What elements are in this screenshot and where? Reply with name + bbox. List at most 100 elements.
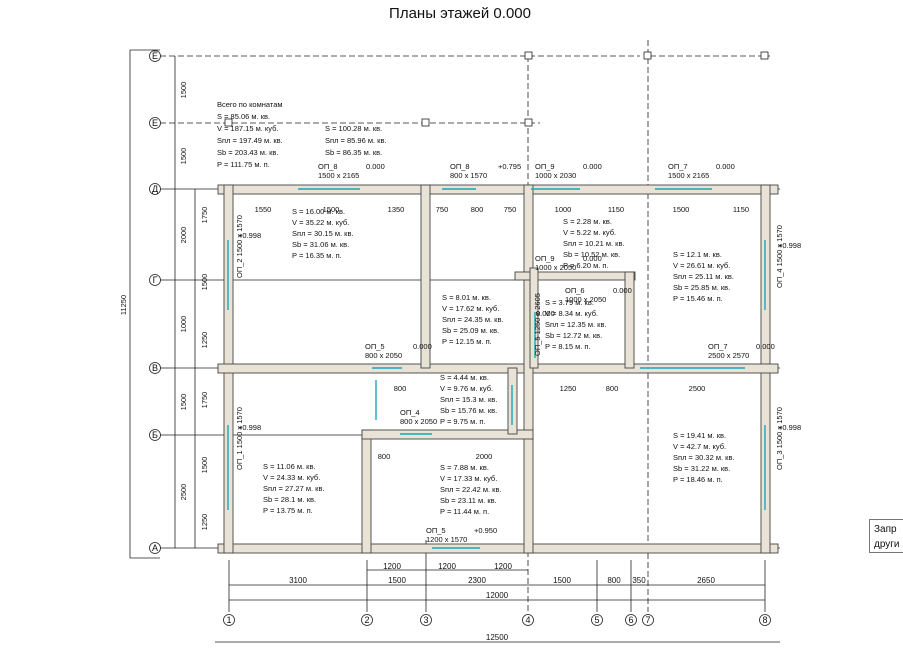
dim-text: 800: [378, 452, 391, 461]
log-walls: [217, 184, 779, 554]
total-header: Всего по комнатам: [217, 100, 283, 109]
room-info-line: V = 17.33 м. куб.: [440, 474, 497, 483]
dim-text: 1750: [200, 207, 209, 224]
col-label: 2: [364, 615, 369, 625]
col-marker: [642, 614, 654, 626]
room-info-line: V = 24.33 м. куб.: [263, 473, 320, 482]
opening-size: 800 x 2050: [400, 417, 437, 426]
opening-label: ОП_2 1500 x 1570: [235, 215, 244, 278]
col-marker: [420, 614, 432, 626]
room-info-line: S = 3.79 м. кв.: [545, 298, 594, 307]
room-info-line: V = 17.62 м. куб.: [442, 304, 499, 313]
col-label: 1: [226, 615, 231, 625]
opening-elevation: 0.000: [756, 342, 775, 351]
total-line: P = 111.75 м. п.: [217, 160, 270, 169]
opening-size: 1200 x 1570: [426, 535, 467, 544]
room-info-line: S = 12.1 м. кв.: [673, 250, 722, 259]
opening-size: 1000 x 2050: [535, 263, 576, 272]
col-label: 5: [594, 615, 599, 625]
col-label: 3: [423, 615, 428, 625]
wall-inner-6: [514, 271, 636, 281]
room-info-line: Sb = 31.06 м. кв.: [292, 240, 349, 249]
dim-text: 3100: [289, 576, 307, 585]
room-info-line: S = 19.41 м. кв.: [673, 431, 726, 440]
tooltip-line: Запр: [874, 524, 897, 535]
opening-size: 1000 x 2050: [565, 295, 606, 304]
room-info-line: S = 2.28 м. кв.: [563, 217, 612, 226]
dim-text: 1500: [179, 82, 188, 99]
dim-text: 1350: [388, 205, 405, 214]
opening-elevation: +0.998: [238, 423, 261, 432]
opening-label: ОП_1 1500 x 1570: [235, 407, 244, 470]
col-marker: [223, 614, 235, 626]
dim-text: 2000: [179, 227, 188, 244]
row-marker: [149, 429, 161, 441]
wall-top: [217, 184, 779, 195]
dim-text: 1200: [438, 562, 456, 571]
dim-text: 2500: [179, 484, 188, 501]
dim-text: 1500: [673, 205, 690, 214]
dim-text: 11250: [119, 295, 128, 315]
row-label: А: [152, 543, 158, 553]
opening-id: ОП_7: [668, 162, 688, 171]
opening-elevation: +0.795: [498, 162, 521, 171]
opening-elevation: +0.950: [474, 526, 497, 535]
tooltip-popup[interactable]: Запр други: [869, 519, 903, 553]
opening-id: ОП_6: [565, 286, 585, 295]
wall-middle: [217, 363, 779, 374]
opening-elevation: 0.000: [716, 162, 735, 171]
dim-text: 1000: [555, 205, 572, 214]
dim-text: 12000: [486, 591, 509, 600]
row-marker: [149, 274, 161, 286]
opening-size: 1500 x 2165: [318, 171, 359, 180]
opening-elevation: +0.998: [778, 241, 801, 250]
total-line: V = 187.15 м. куб.: [217, 124, 278, 133]
dim-text: 750: [504, 205, 517, 214]
row-label: Б: [152, 430, 158, 440]
dim-text: 12500: [486, 633, 509, 642]
room-info-line: P = 9.75 м. п.: [440, 417, 486, 426]
opening-elevation: +0.998: [238, 231, 261, 240]
room-info-line: V = 42.7 м. куб.: [673, 442, 726, 451]
dim-text: 1200: [494, 562, 512, 571]
opening-size: 1500 x 2165: [668, 171, 709, 180]
dim-text: 2650: [697, 576, 715, 585]
room-info-line: S = 4.44 м. кв.: [440, 373, 489, 382]
row-marker: [149, 117, 161, 129]
wall-inner-7: [624, 271, 635, 369]
drawing-title: Планы этажей 0.000: [389, 5, 531, 22]
dim-text: 1250: [200, 514, 209, 531]
dim-text: 2300: [468, 576, 486, 585]
total-line: Sпл = 85.96 м. кв.: [325, 136, 387, 145]
row-marker: [149, 542, 161, 554]
room-info-line: P = 8.15 м. п.: [545, 342, 591, 351]
room-info-line: Sb = 23.11 м. кв.: [440, 496, 497, 505]
grid-col-markers: 1 2 3 4 5 6 7 8: [223, 614, 771, 626]
room-info-line: P = 18.46 м. п.: [673, 475, 723, 484]
row-marker: [149, 50, 161, 62]
room-info-line: P = 12.15 м. п.: [442, 337, 492, 346]
room-info-line: P = 6.20 м. п.: [563, 261, 609, 270]
opening-size: 2500 x 2570: [708, 351, 749, 360]
room-info-line: V = 9.76 м. куб.: [440, 384, 493, 393]
dim-text: 1500: [323, 205, 340, 214]
dim-text: 1500: [179, 148, 188, 165]
col-marker: [361, 614, 373, 626]
row-label: Е: [152, 118, 158, 128]
room-info-line: Sпл = 24.35 м. кв.: [442, 315, 504, 324]
opening-elevation: 0.000: [366, 162, 385, 171]
dim-text: 1500: [179, 394, 188, 411]
room-info-line: Sпл = 10.21 м. кв.: [563, 239, 625, 248]
room-info-line: Sb = 25.85 м. кв.: [673, 283, 730, 292]
opening-id: ОП_9: [535, 162, 555, 171]
opening-elevation: 0.000: [613, 286, 632, 295]
room-info-line: S = 8.01 м. кв.: [442, 293, 491, 302]
col-marker: [522, 614, 534, 626]
dim-text: 1250: [560, 384, 577, 393]
dim-text: 1500: [200, 457, 209, 474]
room-info-line: P = 16.35 м. п.: [292, 251, 342, 260]
room-info-blocks: S = 16.00 м. кв.V = 35.22 м. куб.Sпл = 3…: [263, 207, 735, 516]
total-line: Sпл = 197.49 м. кв.: [217, 136, 283, 145]
room-info-line: Sb = 12.72 м. кв.: [545, 331, 602, 340]
